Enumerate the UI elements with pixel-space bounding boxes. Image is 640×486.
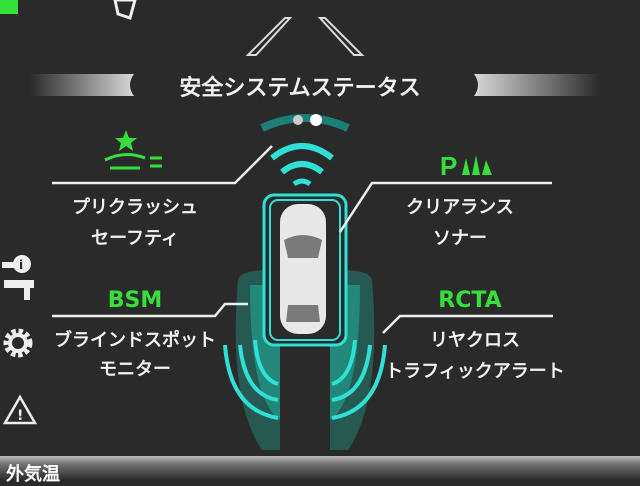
outside-temp-label: 外気温 bbox=[6, 464, 60, 485]
sonar-arc bbox=[270, 143, 334, 161]
pre-collision-icon bbox=[104, 130, 162, 170]
bsm-label-1: ブラインドスポット bbox=[54, 330, 216, 351]
top-left-status-icon bbox=[113, 0, 137, 20]
svg-text:i: i bbox=[19, 258, 23, 272]
svg-text:P: P bbox=[440, 151, 457, 181]
bsm-label-2: モニター bbox=[99, 359, 171, 380]
page-title: 安全システムステータス bbox=[179, 76, 421, 101]
car-icon bbox=[280, 204, 326, 334]
parking-sonar-icon: P bbox=[440, 151, 492, 181]
rcta-label-2: トラフィックアラート bbox=[385, 361, 565, 382]
gear-icon bbox=[3, 328, 33, 358]
rcta-title: RCTA bbox=[438, 288, 502, 313]
info-icon: i bbox=[2, 255, 34, 300]
pcs-label-1: プリクラッシュ bbox=[72, 197, 198, 218]
rcta-label-1: リヤクロス bbox=[430, 330, 520, 351]
bottom-bar bbox=[0, 456, 640, 480]
banner-right bbox=[474, 74, 600, 96]
clearance-label-2: ソナー bbox=[433, 228, 487, 249]
warning-icon: ! bbox=[2, 394, 38, 425]
svg-text:!: ! bbox=[17, 408, 23, 424]
banner-left bbox=[30, 74, 134, 96]
road-lines-icon bbox=[245, 17, 365, 56]
clearance-label-1: クリアランス bbox=[406, 197, 514, 218]
top-left-green-icon bbox=[0, 0, 18, 14]
bsm-title: BSM bbox=[107, 288, 163, 313]
pcs-label-2: セーフティ bbox=[91, 228, 179, 249]
